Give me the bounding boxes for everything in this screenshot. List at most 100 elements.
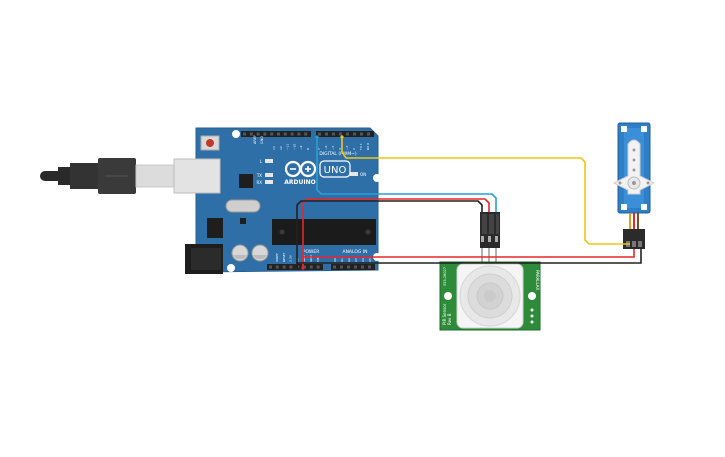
pir-mount-hole <box>444 292 452 300</box>
on-led-label: ON <box>360 172 366 177</box>
pin-label: ~10 <box>292 144 296 150</box>
pir-pad <box>530 320 534 324</box>
pin-label: A5 <box>368 258 372 262</box>
servo-horn-hole <box>632 148 636 152</box>
servo-horn-hole <box>632 158 636 162</box>
header-pin[interactable] <box>283 132 287 136</box>
analog-header <box>331 264 375 270</box>
pin-label: 8 <box>306 148 310 150</box>
header-pin[interactable] <box>340 265 343 269</box>
header-pin[interactable] <box>361 265 364 269</box>
mounting-hole <box>232 130 240 138</box>
header-pin[interactable] <box>333 265 336 269</box>
header-pin[interactable] <box>353 132 356 136</box>
pir-pin <box>481 236 484 242</box>
header-pin[interactable] <box>290 132 294 136</box>
header-pin[interactable] <box>270 132 274 136</box>
pir-part-code: 555-28027 <box>443 267 447 286</box>
pin-label: ~9 <box>299 145 303 150</box>
mounting-hole <box>227 264 235 272</box>
header-pin[interactable] <box>263 132 267 136</box>
header-pin[interactable] <box>275 265 279 269</box>
header-pin[interactable] <box>297 132 301 136</box>
header-pin[interactable] <box>269 265 272 269</box>
header-pin[interactable] <box>332 132 335 136</box>
pin-label: ~11 <box>286 144 290 150</box>
wire-yellow[interactable] <box>341 137 630 245</box>
header-pin[interactable] <box>367 132 370 136</box>
pir-mount-hole <box>528 292 536 300</box>
brand-text: ARDUINO <box>284 179 315 186</box>
tx-led-label: TX <box>256 173 262 178</box>
pin-label: TX 1 <box>359 143 363 151</box>
pin-label: 3.3V <box>289 254 293 262</box>
aref-label: AREF <box>253 135 257 144</box>
header-pin[interactable] <box>304 132 308 136</box>
pin-label: GND <box>309 254 313 262</box>
header-pin[interactable] <box>282 265 286 269</box>
wire-black-servo[interactable] <box>296 249 642 268</box>
pir-pin <box>488 236 491 242</box>
pin-label: A3 <box>354 258 358 262</box>
header-pin[interactable] <box>256 132 260 136</box>
servo-pin <box>632 241 636 247</box>
usb-plug-body-rear <box>70 163 100 189</box>
wire-black-pir[interactable] <box>296 200 483 268</box>
header-pin[interactable] <box>309 265 313 269</box>
on-led <box>350 172 358 176</box>
header-pin[interactable] <box>354 265 357 269</box>
header-pin[interactable] <box>347 265 350 269</box>
pin-label: ~3 <box>345 145 349 150</box>
pin-label: 2 <box>352 148 356 150</box>
usb-cable-strain-relief <box>58 167 72 185</box>
header-pin[interactable] <box>325 132 328 136</box>
servo-motor[interactable] <box>612 122 656 249</box>
pir-pin <box>495 236 498 242</box>
header-pin[interactable] <box>243 132 246 136</box>
gnd-label: GND <box>260 136 264 144</box>
pir-sensor[interactable]: PIR Sensor Rev B 555-28027 PARALLAX <box>439 212 541 331</box>
servo-pin <box>638 241 642 247</box>
header-pin[interactable] <box>346 132 349 136</box>
usb-cable[interactable] <box>40 158 177 194</box>
capacitor-shade <box>233 255 247 260</box>
wire-blue[interactable] <box>316 137 497 212</box>
pin-label: A1 <box>340 258 344 262</box>
atmega-chip <box>272 219 376 245</box>
digital-header-right <box>316 131 374 137</box>
small-ic <box>240 218 246 224</box>
pin-label: RESET <box>282 252 286 262</box>
power-header-label: POWER <box>303 249 320 255</box>
header-pin[interactable] <box>289 265 293 269</box>
capacitor-shade <box>253 255 267 260</box>
pir-revision: Rev B <box>447 313 452 325</box>
usb-jack <box>173 158 221 194</box>
usb-cable-end <box>40 171 62 181</box>
header-pin[interactable] <box>368 265 371 269</box>
pin-label: 12 <box>279 146 283 150</box>
mounting-hole <box>373 174 381 182</box>
pin-label: VIN <box>316 257 320 262</box>
servo-horn[interactable] <box>612 139 656 195</box>
header-pin[interactable] <box>249 132 253 136</box>
header-pin[interactable] <box>360 132 363 136</box>
wire-endpoint <box>315 135 319 139</box>
wire-red-pir[interactable] <box>302 198 490 268</box>
header-pin[interactable] <box>316 265 320 269</box>
tx-led <box>265 173 273 177</box>
pin-label: A2 <box>347 258 351 262</box>
usb-plug-metal <box>135 164 177 188</box>
rx-led <box>265 180 273 184</box>
pir-dome-center <box>484 290 496 302</box>
reset-button[interactable] <box>206 139 214 147</box>
header-pin[interactable] <box>303 265 306 269</box>
l-led <box>265 159 273 163</box>
header-pin[interactable] <box>339 132 342 136</box>
header-pin[interactable] <box>277 132 280 136</box>
servo-mount-hole <box>621 126 627 132</box>
servo-horn-hole <box>618 181 622 185</box>
header-pin[interactable] <box>318 132 321 136</box>
